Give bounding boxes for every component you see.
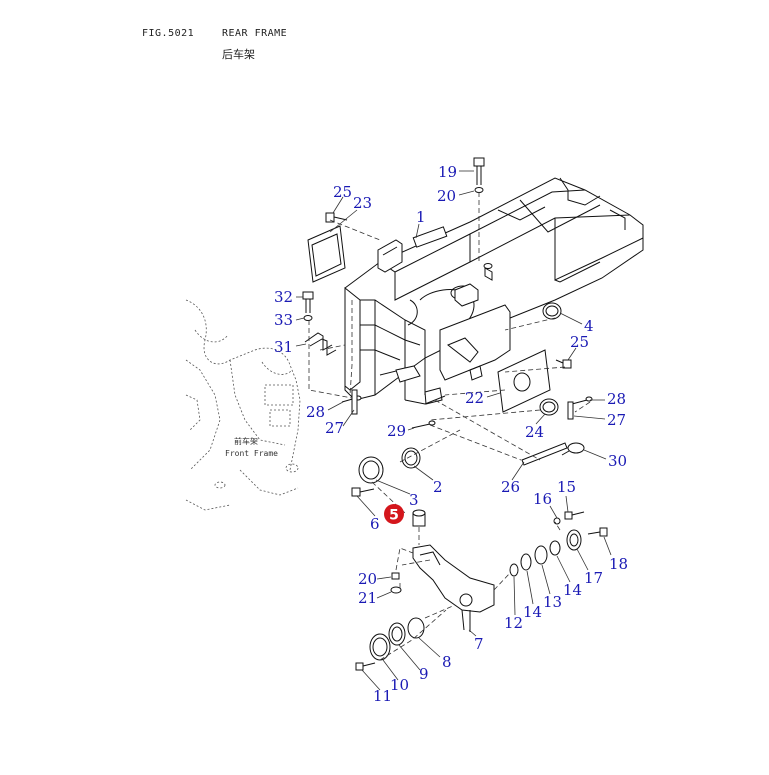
callout-18: 18 <box>609 555 628 573</box>
front-frame-label-cn: 前车架 <box>234 436 258 446</box>
front-frame-label-en: Front Frame <box>225 449 278 458</box>
highlight-circle <box>384 504 404 524</box>
callout-22: 22 <box>465 389 484 407</box>
figure-title-cn: 后车架 <box>222 48 255 61</box>
figure-title: REAR FRAME <box>222 28 288 39</box>
front-frame-sketch: 前车架 Front Frame <box>185 299 301 511</box>
callout-30: 30 <box>608 452 627 470</box>
callout-10: 10 <box>390 676 409 694</box>
callout-14: 14 <box>563 581 582 599</box>
callout-20: 20 <box>437 187 456 205</box>
callout-28b: 28 <box>607 390 626 408</box>
callout-27b: 27 <box>607 411 626 429</box>
callout-25b: 25 <box>570 333 589 351</box>
rear-frame-body <box>344 177 644 405</box>
callout-13: 13 <box>543 593 562 611</box>
callout-33: 33 <box>274 311 293 329</box>
figure-number: FIG.5021 <box>142 28 195 39</box>
callout-31: 31 <box>274 338 293 356</box>
callout-4: 4 <box>584 317 594 335</box>
callout-26: 26 <box>501 478 520 496</box>
callout-8: 8 <box>442 653 452 671</box>
callout-28: 28 <box>306 403 325 421</box>
callout-9: 9 <box>419 665 429 683</box>
callout-17: 17 <box>584 569 603 587</box>
alignment-lines <box>308 192 591 661</box>
callout-23: 23 <box>353 194 372 212</box>
callout-6: 6 <box>370 515 380 533</box>
callout-15: 15 <box>557 478 576 496</box>
callout-14b: 14 <box>523 603 542 621</box>
highlight-number: 5 <box>389 508 399 524</box>
callout-11: 11 <box>373 687 392 705</box>
callout-2: 2 <box>433 478 443 496</box>
highlight-badge-5[interactable]: 5 <box>384 504 404 524</box>
callout-12: 12 <box>504 614 523 632</box>
callout-32: 32 <box>274 288 293 306</box>
callout-1: 1 <box>416 208 426 226</box>
callout-27: 27 <box>325 419 344 437</box>
callout-19: 19 <box>438 163 457 181</box>
callout-7: 7 <box>474 635 484 653</box>
callout-3: 3 <box>409 491 419 509</box>
callout-16: 16 <box>533 490 552 508</box>
callout-21: 21 <box>358 589 377 607</box>
callout-25: 25 <box>333 183 352 201</box>
callout-20b: 20 <box>358 570 377 588</box>
leader-lines <box>295 170 612 691</box>
callout-numbers: 19 20 25 23 1 32 33 31 4 25 28 27 22 28 … <box>274 163 628 705</box>
callout-24: 24 <box>525 423 544 441</box>
callout-29: 29 <box>387 422 406 440</box>
